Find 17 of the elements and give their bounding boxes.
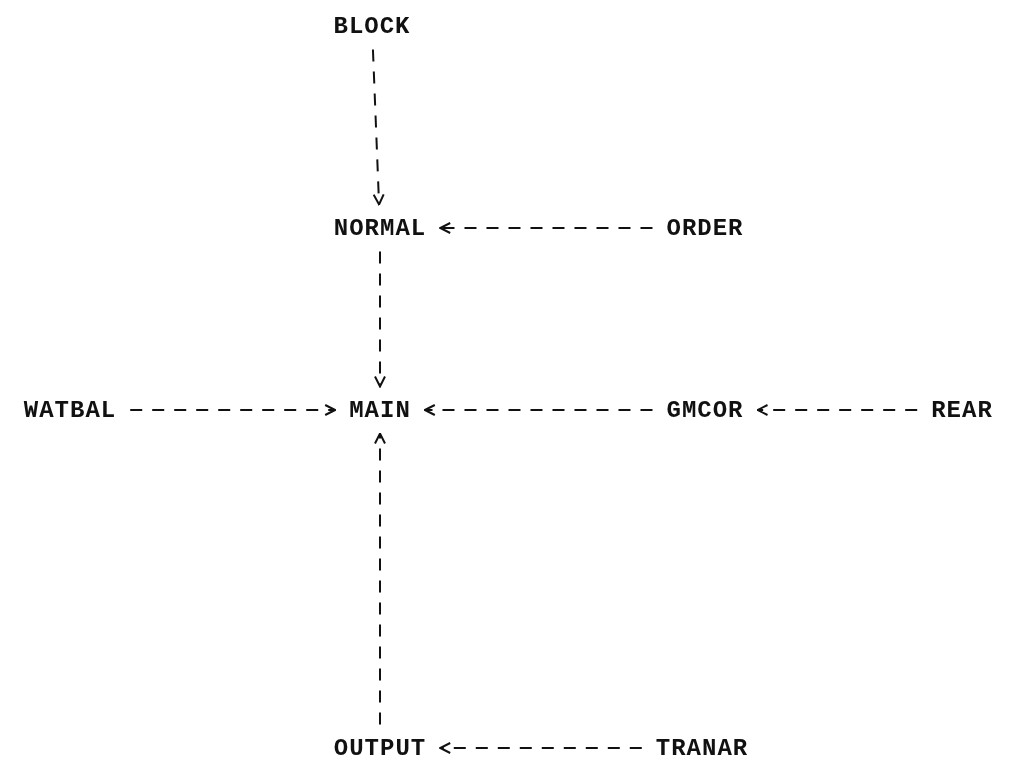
dashed-arrow [439, 742, 643, 754]
dashed-arrow [439, 222, 654, 234]
module-name: OUTPUT [333, 734, 427, 762]
dashed-arrow [374, 250, 386, 388]
module-name: NORMAL [333, 214, 427, 242]
dashed-arrow [756, 404, 919, 416]
dashed-arrow [374, 432, 386, 726]
module-name: GMCOR [666, 396, 744, 424]
module-name: REAR [931, 396, 993, 424]
module-name: MAIN [349, 396, 411, 424]
module-name: TRANAR [655, 734, 749, 762]
dashed-arrow [423, 404, 654, 416]
module-name: WATBAL [23, 396, 117, 424]
dashed-arrow [129, 404, 337, 416]
module-name: BLOCK [333, 12, 411, 40]
module-name: ORDER [666, 214, 744, 242]
dashed-arrow [371, 48, 385, 206]
